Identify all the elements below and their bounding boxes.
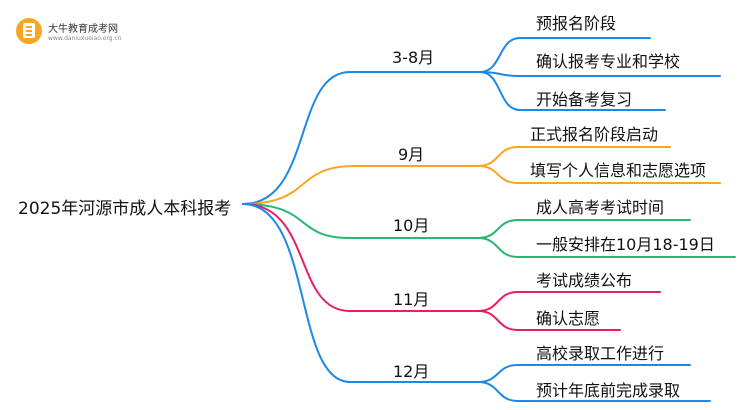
connector-branch-3-leaf-0 — [477, 291, 661, 312]
branch-label-12: 12月 — [393, 362, 430, 381]
connector-root-to-branch-1 — [242, 165, 356, 205]
connector-root-to-branch-3 — [242, 203, 351, 312]
leaf-start-review: 开始备考复习 — [536, 90, 633, 109]
branch-label-3-8: 3-8月 — [392, 48, 435, 67]
leaf-confirm-major: 确认报考专业和学校 — [536, 52, 681, 71]
connector-branch-0-leaf-0 — [479, 37, 651, 73]
leaf-fill-info: 填写个人信息和志愿选项 — [530, 161, 707, 180]
connector-root-to-branch-4 — [242, 203, 351, 383]
site-logo: 大牛教育成考网 www.daniuxueiao.org.cn — [14, 14, 164, 50]
branch-label-11: 11月 — [393, 290, 430, 309]
connector-branch-0-leaf-1 — [479, 71, 721, 77]
connector-branch-2-leaf-1 — [477, 237, 736, 258]
connector-branch-1-leaf-1 — [477, 165, 721, 184]
root-node: 2025年河源市成人本科报考 — [18, 199, 232, 219]
connector-branch-4-leaf-0 — [477, 364, 691, 383]
leaf-score-release: 考试成绩公布 — [536, 271, 633, 290]
leaf-official-registration: 正式报名阶段启动 — [530, 125, 659, 144]
branch-label-10: 10月 — [393, 216, 430, 235]
leaf-admission-process: 高校录取工作进行 — [536, 344, 665, 363]
logo-subtitle: www.daniuxueiao.org.cn — [48, 35, 122, 42]
leaf-exam-date: 一般安排在10月18-19日 — [536, 235, 715, 254]
connector-root-to-branch-0 — [242, 71, 351, 205]
connector-root-to-branch-2 — [242, 203, 351, 239]
logo-title: 大牛教育成考网 — [48, 24, 118, 35]
branch-label-9: 9月 — [398, 145, 425, 164]
connector-branch-0-leaf-2 — [479, 71, 666, 111]
connector-branch-1-leaf-0 — [477, 146, 671, 167]
connector-branch-2-leaf-0 — [477, 219, 691, 239]
leaf-pre-registration: 预报名阶段 — [536, 14, 617, 33]
leaf-exam-time: 成人高考考试时间 — [536, 198, 665, 217]
leaf-confirm-volunteer: 确认志愿 — [536, 309, 601, 328]
connector-branch-3-leaf-1 — [477, 310, 621, 331]
book-icon — [16, 18, 42, 44]
leaf-admission-finish: 预计年底前完成录取 — [536, 381, 681, 400]
connector-branch-4-leaf-1 — [477, 381, 711, 402]
